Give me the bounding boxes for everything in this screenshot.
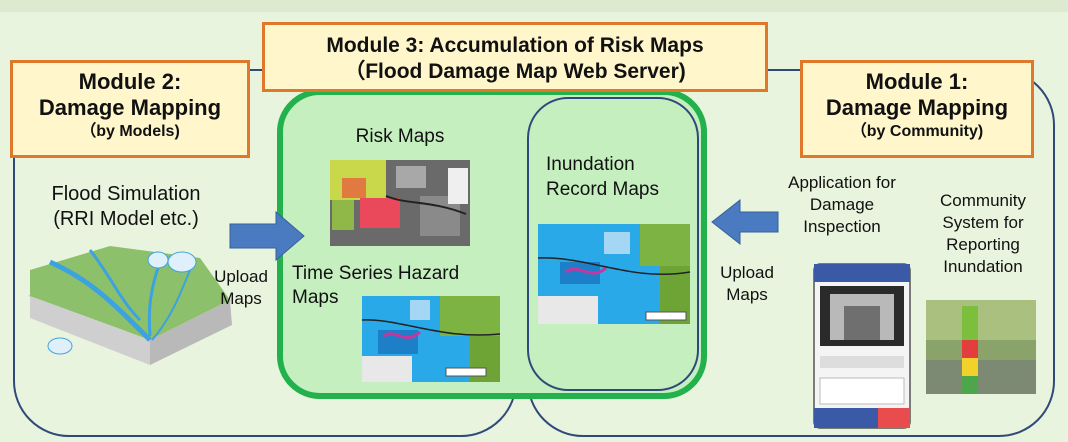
terrain-illustration [28,246,232,365]
community-system-label: Community System for Reporting Inundatio… [940,191,1026,276]
module1-title-line2: Damage Mapping [825,95,1009,120]
flood-simulation-label: Flood Simulation (RRI Model etc.) [51,183,201,230]
risk-map-image [330,160,470,246]
module2-header: Module 2: Damage Mapping （by Models) [10,60,250,158]
module3-header: Module 3: Accumulation of Risk Maps （Flo… [262,22,768,92]
application-label: Application for Damage Inspection [788,173,896,236]
community-photo [926,300,1036,394]
module3-title: Module 3: Accumulation of Risk Maps [326,34,704,57]
right-upload-arrow [711,198,779,246]
left-upload-arrow [229,210,305,262]
top-strip [0,0,1068,12]
right-upload-label: Upload Maps [720,263,774,304]
inundation-box [527,97,699,391]
module3-subtitle: （Flood Damage Map Web Server) [344,60,686,83]
hazard-map-image [361,296,501,382]
inundation-map-image [537,224,691,324]
module2-subtitle: （by Models) [80,123,180,140]
module1-title-line1: Module 1: [865,69,969,94]
module1-subtitle: （by Community) [850,123,984,140]
module2-title-line2: Damage Mapping [38,95,222,120]
module2-title-line1: Module 2: [78,69,182,94]
inundation-maps-label: Inundation Record Maps [546,154,659,200]
phone-app-image [813,263,911,429]
risk-maps-label: Risk Maps [355,126,445,147]
module1-header: Module 1: Damage Mapping （by Community) [800,60,1034,158]
hazard-maps-label: Time Series Hazard Maps [292,263,460,308]
left-upload-label: Upload Maps [214,267,268,308]
